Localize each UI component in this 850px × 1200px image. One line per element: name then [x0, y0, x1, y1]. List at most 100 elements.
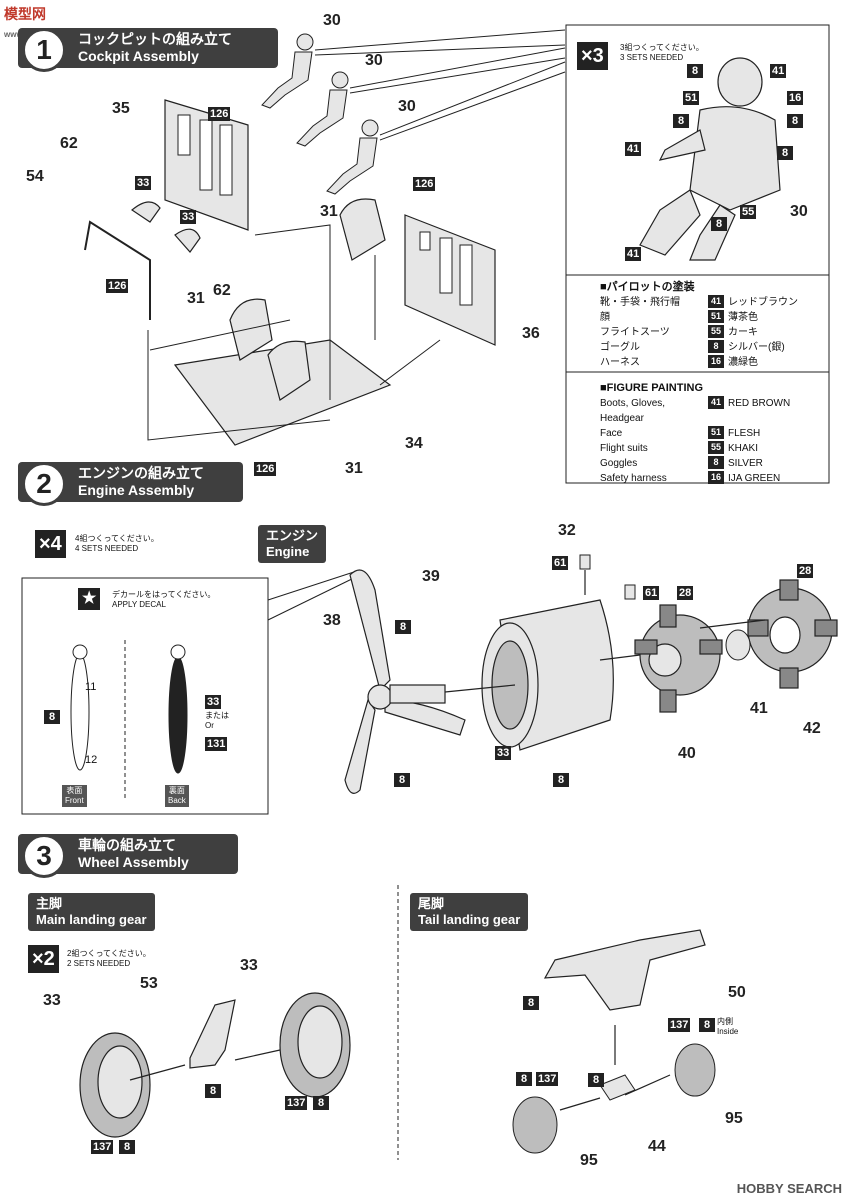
watermark-brand: 模型网: [4, 6, 46, 22]
part-50: 50: [728, 984, 746, 1001]
color-33-blade: 33: [205, 695, 222, 709]
pilot-leader-lines: [314, 29, 566, 141]
pj-code-3: 8: [708, 340, 724, 353]
part-30-a: 30: [323, 12, 341, 29]
pj-color-2: カーキ: [728, 327, 758, 338]
engine-label-jp: エンジン: [266, 528, 319, 543]
pj-item-2: フライトスーツ: [600, 327, 670, 338]
part-30-b: 30: [365, 52, 383, 69]
color-126-c: 126: [106, 279, 129, 293]
small-pilot-1: [261, 33, 314, 109]
color-126-d: 126: [254, 462, 277, 476]
step3-number: 3: [22, 834, 66, 878]
color-61-b: 61: [643, 586, 660, 600]
pilot-code-41-boots: 41: [625, 247, 642, 261]
decal-note: デカールをはってください。 APPLY DECAL: [112, 590, 215, 610]
color-131-blade: 131: [205, 737, 228, 751]
pe-color-4: IJA GREEN: [728, 473, 781, 484]
pe-item-2: Flight suits: [600, 443, 648, 454]
color-28-b: 28: [797, 564, 814, 578]
washer-41: [725, 629, 751, 661]
color-8-left: 8: [119, 1140, 135, 1154]
x4-note: 4組つくってください。 4 SETS NEEDED: [75, 534, 159, 554]
x2-note-en: 2 SETS NEEDED: [67, 959, 131, 968]
main-gear-label-jp: 主脚: [36, 896, 63, 911]
main-gear-label-en: Main landing gear: [36, 912, 147, 927]
tail-gear-label-jp: 尾脚: [418, 896, 445, 911]
x3-note: 3組つくってください。 3 SETS NEEDED: [620, 43, 704, 63]
pedals-62: [130, 201, 201, 253]
decal-11: 11: [85, 681, 97, 693]
color-8-tailwheel-left: 8: [516, 1072, 532, 1086]
pilot-code-55-suit: 55: [740, 205, 757, 219]
small-pilots: [261, 33, 379, 195]
part-33-wheel-left: 33: [43, 992, 61, 1009]
pilot-figure: [639, 57, 781, 261]
small-pilot-2: [296, 71, 349, 147]
decal-12: 12: [85, 754, 98, 766]
tail-wheel-left: [512, 1096, 558, 1154]
blade-front: [70, 653, 90, 771]
color-137-tailwheel-left: 137: [536, 1072, 559, 1086]
pj-item-4: ハーネス: [600, 357, 640, 368]
pilot-code-8-a: 8: [673, 114, 689, 128]
part-39: 39: [422, 568, 440, 585]
part-44: 44: [648, 1138, 666, 1155]
pilot-code-8-b: 8: [787, 114, 803, 128]
pilot-code-8-goggles: 8: [687, 64, 703, 78]
step1-title-en: Cockpit Assembly: [78, 48, 199, 64]
pilot-paint-en: ■FIGURE PAINTING Boots, Gloves, Headgear…: [600, 381, 790, 486]
tail-strut-44: [599, 1074, 636, 1101]
blade-back: [168, 656, 188, 774]
step3-arrows: [129, 1025, 671, 1111]
pj-code-4: 16: [708, 355, 724, 368]
part-62-a: 62: [60, 135, 78, 152]
x2-badge: ×2: [28, 945, 59, 973]
or-jp: または: [205, 711, 229, 720]
pe-item-0: Boots, Gloves, Headgear: [600, 398, 666, 424]
color-8-cowl: 8: [553, 773, 569, 787]
engine-42: [747, 579, 838, 689]
engine-label: エンジン Engine: [258, 525, 327, 563]
watermark-hobbysearch: HOBBY SEARCH: [736, 1181, 842, 1196]
part-40: 40: [678, 745, 696, 762]
part-61b: [624, 584, 636, 600]
pe-code-2: 55: [708, 441, 724, 454]
back-en: Back: [168, 796, 186, 805]
pilot-code-16-harness: 16: [787, 91, 804, 105]
part-36: 36: [522, 325, 540, 342]
pilot-paint-jp-title: ■パイロットの塗装: [600, 281, 695, 293]
engine-label-en: Engine: [266, 544, 310, 559]
x3-note-en: 3 SETS NEEDED: [620, 53, 684, 62]
part-30-d: 30: [790, 203, 808, 220]
decal-box: [21, 577, 269, 815]
front-en: Front: [65, 796, 84, 805]
pe-item-3: Goggles: [600, 458, 638, 469]
color-137-right: 137: [285, 1096, 308, 1110]
pj-item-0: 靴・手袋・飛行帽: [600, 297, 680, 308]
star-icon: ★: [78, 588, 101, 610]
main-wheels: [79, 992, 351, 1138]
part-32: 32: [558, 522, 576, 539]
tail-gear-label: 尾脚 Tail landing gear: [410, 893, 529, 931]
step2-number: 2: [22, 462, 66, 506]
pe-code-3: 8: [708, 456, 724, 469]
part-33-wheel-right: 33: [240, 957, 258, 974]
part-62-b: 62: [213, 282, 231, 299]
engine-40: [634, 604, 723, 713]
color-28-a: 28: [677, 586, 694, 600]
pe-item-4: Safety harness: [600, 473, 667, 484]
part-41: 41: [750, 700, 768, 717]
color-126-a: 126: [208, 107, 231, 121]
front-jp: 表面: [66, 786, 83, 795]
part-53: 53: [140, 975, 158, 992]
step2-title-en: Engine Assembly: [78, 482, 195, 498]
part-42: 42: [803, 720, 821, 737]
part-31-b: 31: [187, 290, 205, 307]
part-31-c: 31: [345, 460, 363, 477]
pilot-box: [565, 24, 830, 484]
color-33-b: 33: [180, 210, 197, 224]
color-8-tail: 8: [523, 996, 539, 1010]
